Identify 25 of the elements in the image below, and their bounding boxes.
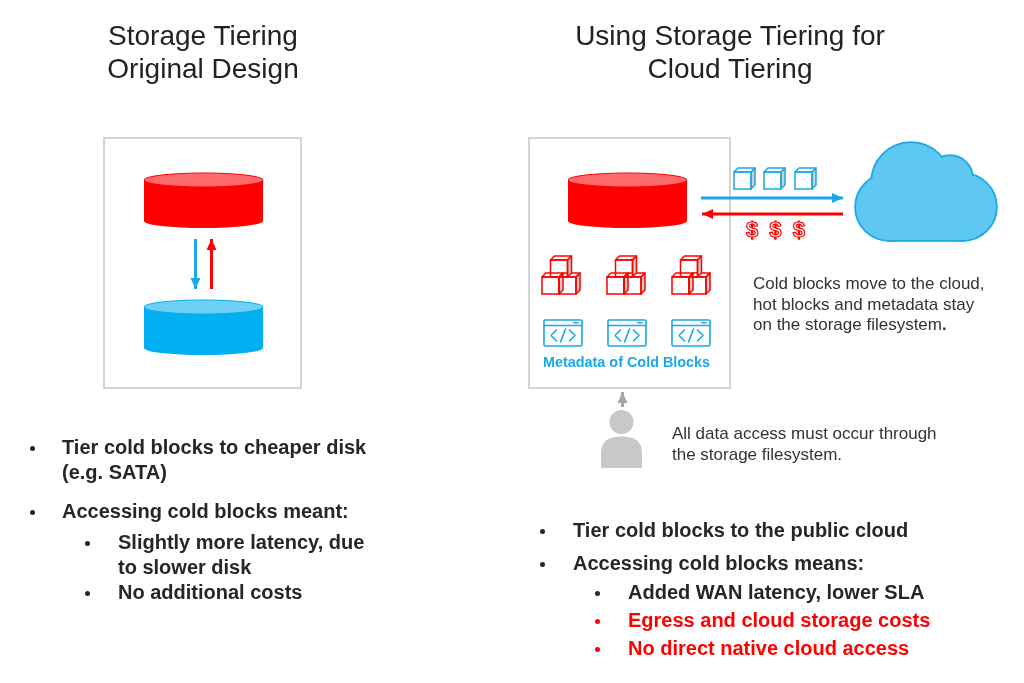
arrow (190, 239, 201, 289)
arrow (702, 209, 843, 219)
person-silhouette (601, 410, 642, 468)
bullet-text: Tier cold blocks to the public cloud (573, 517, 910, 543)
bullet-text: Slightly more latency, due to slower disk (118, 529, 366, 580)
bullet-text: No additional costs (118, 579, 304, 605)
bullet-text: Added WAN latency, lower SLA (628, 579, 926, 605)
panel-heading: Storage Tiering Original Design (106, 19, 300, 85)
bullet-text: No direct native cloud access (628, 635, 911, 661)
bullet-text: Accessing cold blocks means: (573, 550, 866, 576)
panel-heading: Using Storage Tiering for Cloud Tiering (574, 19, 886, 85)
bullet-text: Egress and cloud storage costs (628, 607, 932, 633)
arrow (617, 392, 628, 407)
arrow (701, 193, 843, 203)
cloud-symbol (854, 141, 998, 242)
caption-text: All data access must occur through the storage filesystem. (672, 424, 938, 465)
edge-label: $ $ $ (746, 218, 805, 242)
bullet-text: Tier cold blocks to cheaper disk (e.g. SATA) (62, 434, 368, 485)
database-cylinder (567, 172, 688, 229)
bullet-text: Accessing cold blocks meant: (62, 498, 350, 524)
note-text: Cold blocks move to the cloud, hot blocks and metadata stay on the storage filesystem. (753, 274, 986, 336)
database-cylinder (143, 299, 264, 356)
section-caption: Metadata of Cold Blocks (543, 354, 712, 371)
arrow (206, 239, 217, 289)
database-cylinder (143, 172, 264, 229)
